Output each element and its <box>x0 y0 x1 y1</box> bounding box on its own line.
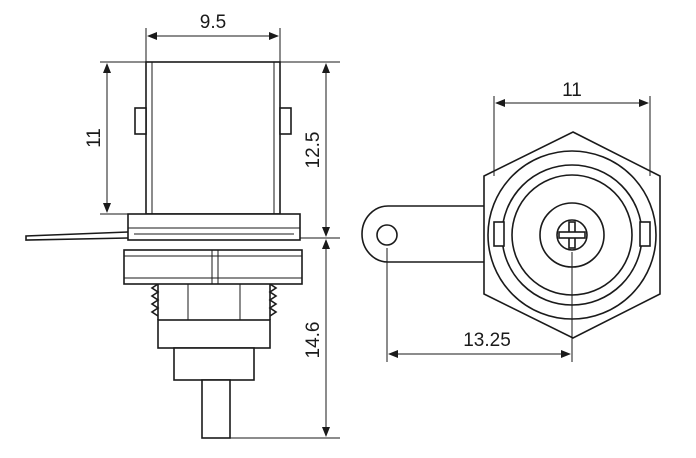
solder-tab <box>361 205 490 263</box>
solder-pin <box>201 379 231 439</box>
front-dimensions: 11 13.25 <box>386 80 651 362</box>
flange <box>127 213 301 241</box>
bayonet-stud-left <box>134 107 147 135</box>
step <box>173 347 255 381</box>
side-dimensions: 9.5 11 12.5 14.6 <box>84 12 340 439</box>
panel-line <box>25 231 129 241</box>
hex-nut <box>123 249 303 285</box>
front-view <box>361 131 661 339</box>
dim-body-height: 11 <box>84 128 105 148</box>
front-stud-left <box>493 221 505 247</box>
thread-right <box>268 283 278 317</box>
dim-flange-width: 11 <box>562 80 582 101</box>
dim-body-width: 9.5 <box>200 12 226 33</box>
front-stud-right <box>639 221 651 247</box>
bnc-body <box>145 61 281 215</box>
collar <box>157 319 271 349</box>
tab-hole <box>376 224 398 246</box>
contact-circle <box>556 219 588 251</box>
thread-left <box>150 283 160 317</box>
dim-lower-height: 14.6 <box>303 322 324 359</box>
side-view <box>25 61 303 439</box>
bayonet-stud-right <box>279 107 292 135</box>
dim-upper-height: 12.5 <box>303 132 324 169</box>
dim-tab-offset: 13.25 <box>463 330 511 351</box>
